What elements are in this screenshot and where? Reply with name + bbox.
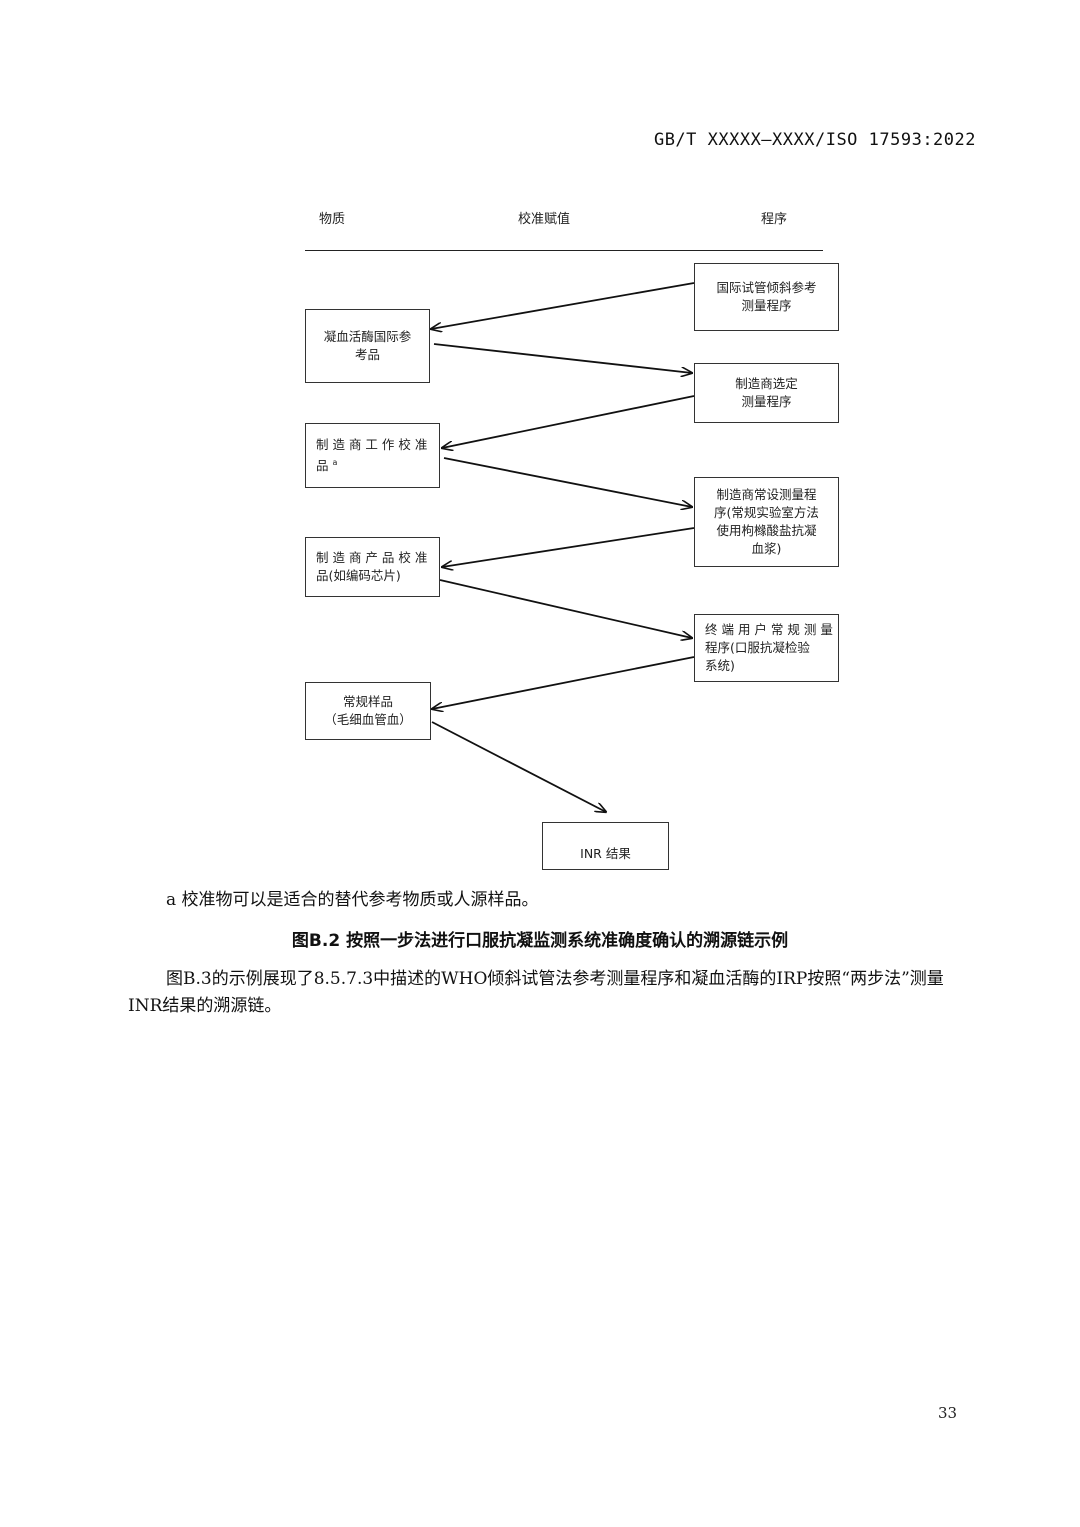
procedure-box-line: 程序(口服抗凝检验 xyxy=(705,640,810,655)
procedure-box-line: 系统) xyxy=(705,658,735,673)
material-box-line: 品(如编码芯片) xyxy=(316,568,401,583)
procedure-box-line: 测量程序 xyxy=(741,394,792,409)
arrow-mat1-to-proc2 xyxy=(433,343,692,373)
arrow-proc2-to-mat2 xyxy=(442,395,695,448)
column-header-material: 物质 xyxy=(319,212,346,227)
material-box-line: 考品 xyxy=(354,347,380,362)
arrow-proc3-to-mat3 xyxy=(442,527,695,567)
procedure-box-line: 血浆) xyxy=(751,541,782,556)
arrow-proc1-to-mat1 xyxy=(431,282,695,329)
procedure-box-line: 制造商常设测量程 xyxy=(716,487,817,502)
arrow-mat4-to-result xyxy=(431,721,606,812)
material-box-line: （毛细血管血） xyxy=(324,712,412,727)
procedure-box-line: 序(常规实验室方法 xyxy=(714,505,819,520)
procedure-box-international-reference: 国际试管倾斜参考 测量程序 xyxy=(694,263,839,331)
column-header-procedure: 程序 xyxy=(761,212,788,227)
material-box-routine-sample: 常规样品 （毛细血管血） xyxy=(305,682,431,740)
procedure-box-line: 使用枸橼酸盐抗凝 xyxy=(716,523,817,538)
arrow-mat3-to-proc4 xyxy=(439,579,692,638)
procedure-box-end-user-routine: 终 端 用 户 常 规 测 量 程序(口服抗凝检验 系统) xyxy=(694,614,839,682)
material-box-line: 品 a xyxy=(316,454,337,475)
figure-footnote: a 校准物可以是适合的替代参考物质或人源样品。 xyxy=(166,890,539,910)
footnote-mark: a xyxy=(332,457,338,467)
material-box-line: 制 造 商 产 品 校 准 xyxy=(316,550,428,565)
procedure-box-line: 制造商选定 xyxy=(735,376,798,391)
material-box-international-reference: 凝血活酶国际参 考品 xyxy=(305,309,430,383)
result-label: INR 结果 xyxy=(580,846,631,861)
procedure-box-line: 测量程序 xyxy=(741,298,792,313)
material-box-manufacturer-product-calibrator: 制 造 商 产 品 校 准 品(如编码芯片) xyxy=(305,537,440,597)
figure-caption: 图B.2 按照一步法进行口服抗凝监测系统准确度确认的溯源链示例 xyxy=(291,931,789,951)
procedure-box-line: 国际试管倾斜参考 xyxy=(716,280,817,295)
procedure-box-manufacturer-standing: 制造商常设测量程 序(常规实验室方法 使用枸橼酸盐抗凝 血浆) xyxy=(694,477,839,567)
material-box-manufacturer-working-calibrator: 制 造 商 工 作 校 准 品 a xyxy=(305,423,440,488)
column-header-value-assignment: 校准赋值 xyxy=(518,212,571,227)
body-paragraph: 图B.3的示例展现了8.5.7.3中描述的WHO倾斜试管法参考测量程序和凝血活酶… xyxy=(128,969,944,1016)
result-box-inr: INR 结果 xyxy=(542,822,669,870)
arrow-proc4-to-mat4 xyxy=(432,656,695,709)
procedure-box-manufacturer-selected: 制造商选定 测量程序 xyxy=(694,363,839,423)
material-box-line: 制 造 商 工 作 校 准 xyxy=(316,436,428,452)
standard-number: GB/T XXXXX—XXXX/ISO 17593:2022 xyxy=(653,130,976,150)
header-rule xyxy=(305,250,823,251)
page-number: 33 xyxy=(938,1404,958,1422)
material-box-line: 常规样品 xyxy=(342,694,393,709)
material-box-text: 品 xyxy=(316,458,329,474)
procedure-box-line: 终 端 用 户 常 规 测 量 xyxy=(705,622,833,637)
arrow-mat2-to-proc3 xyxy=(443,457,692,507)
material-box-line: 凝血活酶国际参 xyxy=(323,329,412,344)
